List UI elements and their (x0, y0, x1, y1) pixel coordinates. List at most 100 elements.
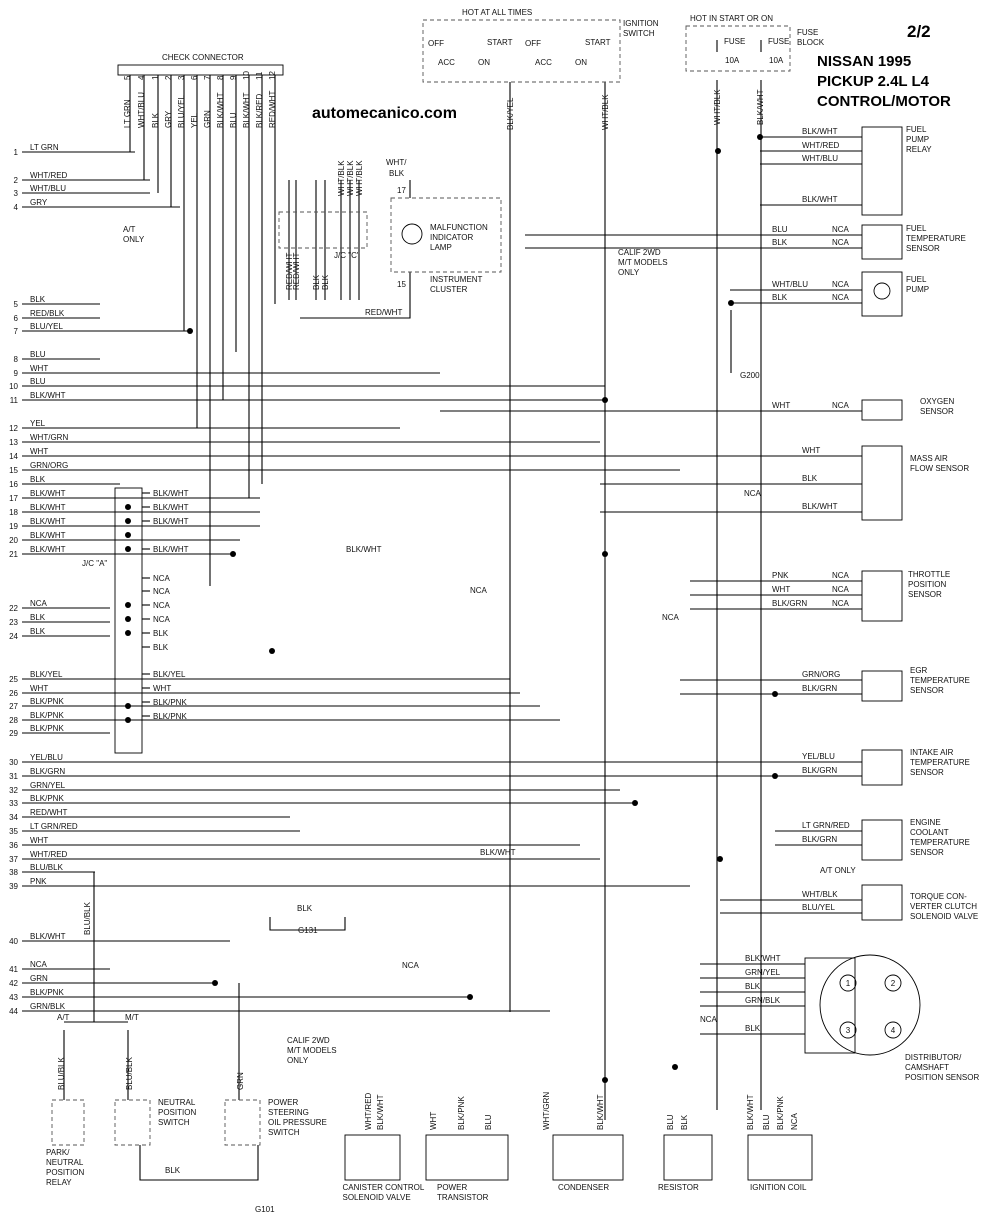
jc-a-label: J/C "A" (82, 559, 107, 568)
ecm-pin-color: BLK (30, 627, 46, 636)
ecm-pin-color: BLK/WHT (30, 489, 66, 498)
condenser-label: CONDENSER (558, 1183, 609, 1192)
oxygen-sensor-box (861, 399, 903, 421)
ecm-pin-color: RED/BLK (30, 309, 65, 318)
jc-a-right-label: BLK/PNK (153, 698, 187, 707)
ecm-pin-number: 25 (9, 675, 18, 684)
ecm-pin-color: BLK/WHT (30, 517, 66, 526)
ps-switch-wire-label: GRN (236, 1072, 245, 1090)
park-neutral-label: POSITION (46, 1168, 84, 1177)
calif-2wd-label-bottom: ONLY (287, 1056, 309, 1065)
fuel-temp-label: SENSOR (906, 244, 940, 253)
switch-on: ON (575, 58, 587, 67)
distributor-pin-number: 2 (891, 979, 896, 988)
ecm-pin-color: BLU (30, 377, 46, 386)
splice-dot (728, 300, 734, 306)
power-transistor-label: TRANSISTOR (437, 1193, 489, 1202)
resistor-wire-label: BLU (666, 1114, 675, 1130)
check-pin-number: 3 (177, 75, 186, 80)
check-pin-color: LT GRN (123, 99, 132, 128)
mil-pin: 17 (397, 186, 406, 195)
ecm-pin-color: GRY (30, 198, 48, 207)
ecm-pin-number: 22 (9, 604, 18, 613)
park-neutral-label: NEUTRAL (46, 1158, 84, 1167)
fuse-rating: 10A (725, 56, 740, 65)
check-pin-number: 4 (137, 75, 146, 80)
iat-sensor-box (861, 749, 903, 786)
check-pin-color: BLK/WHT (216, 92, 225, 128)
ecm-pin-number: 16 (9, 480, 18, 489)
nca-label: NCA (402, 961, 420, 970)
ecm-pin-number: 20 (9, 536, 18, 545)
jc-a-right-label: BLK/WHT (153, 489, 189, 498)
check-pin-color: WHT/BLU (137, 92, 146, 128)
hot-in-start: HOT IN START OR ON (690, 14, 773, 23)
tps-nca: NCA (832, 599, 850, 608)
g101-label: G101 (255, 1205, 275, 1214)
mil-wire-label: BLK (389, 169, 405, 178)
ecm-pin-number: 31 (9, 772, 18, 781)
check-pin-color: GRN (203, 110, 212, 128)
splice-dot (602, 551, 608, 557)
power-transistor-wire-label: BLK/PNK (457, 1096, 466, 1130)
ps-switch-box (224, 1099, 261, 1146)
splice-dot (125, 532, 131, 538)
tps-wire-label: WHT (772, 585, 790, 594)
tcc-label: VERTER CLUTCH (910, 902, 977, 911)
tps-wire-label: BLK/GRN (772, 599, 807, 608)
power-transistor-wire-label: WHT (429, 1112, 438, 1130)
ecm-pin-color: BLK/PNK (30, 794, 64, 803)
canister-solenoid-label: CANISTER CONTROL (343, 1183, 425, 1192)
ecm-pin-color: WHT (30, 684, 48, 693)
ecm-pin-number: 17 (9, 494, 18, 503)
ecm-pin-color: GRN/BLK (30, 1002, 66, 1011)
calif-2wd-label-bottom: CALIF 2WD (287, 1036, 330, 1045)
check-connector-label: CHECK CONNECTOR (162, 53, 244, 62)
check-pin-number: 9 (229, 75, 238, 80)
jc-c-box (278, 211, 368, 249)
fuel-pump-relay-box (861, 126, 903, 216)
resistor-wire-label: BLK (680, 1114, 689, 1130)
ecm-pin-color: BLK/WHT (30, 531, 66, 540)
fuel-pump-relay-label: FUEL (906, 125, 927, 134)
fuse-wire-label: WHT/BLK (713, 89, 722, 125)
ecm-pin-color: WHT/BLU (30, 184, 66, 193)
jc-c-wire-color: RED/WHT (292, 253, 301, 290)
ecm-pin-number: 29 (9, 729, 18, 738)
ecm-pin-number: 1 (14, 148, 19, 157)
iat-label: INTAKE AIR (910, 748, 954, 757)
condenser-box (552, 1134, 624, 1181)
mil-label: LAMP (430, 243, 452, 252)
resistor-box (663, 1134, 713, 1181)
neutral-switch-box (114, 1099, 151, 1146)
ecm-pin-color: WHT (30, 836, 48, 845)
egr-wire-label: BLK/GRN (802, 684, 837, 693)
tps-label: THROTTLE (908, 570, 950, 579)
ecm-pin-number: 41 (9, 965, 18, 974)
mil-pin: 15 (397, 280, 406, 289)
check-pin-color: BLK/RED (255, 94, 264, 128)
check-pin-number: 10 (242, 71, 251, 80)
neutral-switch-label: POSITION (158, 1108, 196, 1117)
fuel-pump-nca: NCA (832, 293, 850, 302)
egr-sensor-box (861, 670, 903, 702)
ect-wire-label: LT GRN/RED (802, 821, 850, 830)
ecm-pin-number: 33 (9, 799, 18, 808)
egr-label: TEMPERATURE (910, 676, 970, 685)
check-pin-number: 1 (151, 75, 160, 80)
fuel-pump-wire-label: BLK (772, 293, 788, 302)
ecm-pin-number: 28 (9, 716, 18, 725)
ecm-pin-number: 39 (9, 882, 18, 891)
fuel-pump-box (861, 271, 903, 317)
splice-dot (632, 800, 638, 806)
ecm-pin-number: 37 (9, 855, 18, 864)
title-line-3: CONTROL/MOTOR (817, 93, 951, 110)
ecm-pin-color: BLK/GRN (30, 767, 65, 776)
jc-c-wire-color: BLK (312, 274, 321, 290)
ecm-pin-color: BLK (30, 295, 46, 304)
ecm-pin-color: WHT (30, 364, 48, 373)
fuel-pump-relay-wire-label: WHT/RED (802, 141, 840, 150)
switch-start: START (585, 38, 611, 47)
ecm-pin-number: 10 (9, 382, 18, 391)
